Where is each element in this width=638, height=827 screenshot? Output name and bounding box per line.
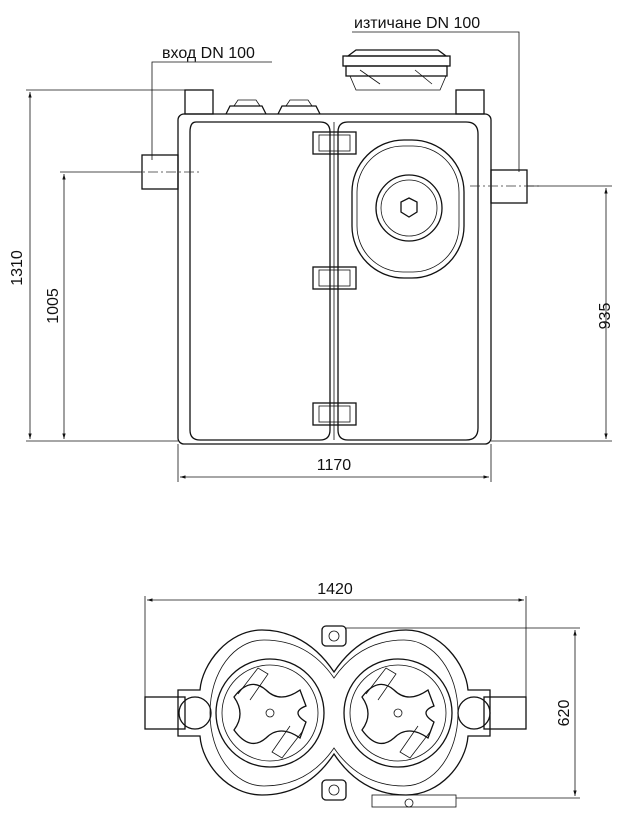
svg-text:1170: 1170 [317,457,352,474]
dimension-outlet-height: 935 [491,185,614,442]
tank-right-chamber [337,121,479,441]
top-outer-body [177,629,491,796]
tank-outer-body [177,113,492,445]
top-caps [225,99,321,115]
inlet-label: вход DN 100 [162,45,255,62]
top-lid-left [215,658,325,768]
outlet-label: изтичане DN 100 [354,15,480,32]
dimension-length: 1420 [144,581,527,697]
inspection-port [351,139,465,279]
top-inlet-pipe [144,696,186,730]
top-view: 1420 620 [144,581,580,808]
svg-text:620: 620 [556,700,573,727]
dimension-depth: 620 [346,627,580,799]
svg-text:1420: 1420 [317,581,353,598]
top-post-right [455,89,485,115]
dimension-width: 1170 [177,444,492,482]
top-outlet-pipe [483,696,527,730]
seam-clamps [312,131,357,426]
dimension-total-height: 1310 [9,89,185,442]
outlet-leader [352,31,520,172]
inlet-leader [151,61,272,160]
svg-text:1310: 1310 [9,250,26,286]
svg-text:935: 935 [597,303,614,330]
top-lid-right [343,658,453,768]
tank-lid [342,49,451,91]
dimension-inlet-height: 1005 [45,171,142,439]
svg-text:1005: 1005 [45,288,62,324]
top-post-left [184,89,214,115]
front-view: вход DN 100 изтичане DN 100 1310 1005 93… [9,15,614,482]
tank-left-chamber [189,121,331,441]
top-lugs [321,625,457,808]
outlet-pipe [490,169,528,204]
